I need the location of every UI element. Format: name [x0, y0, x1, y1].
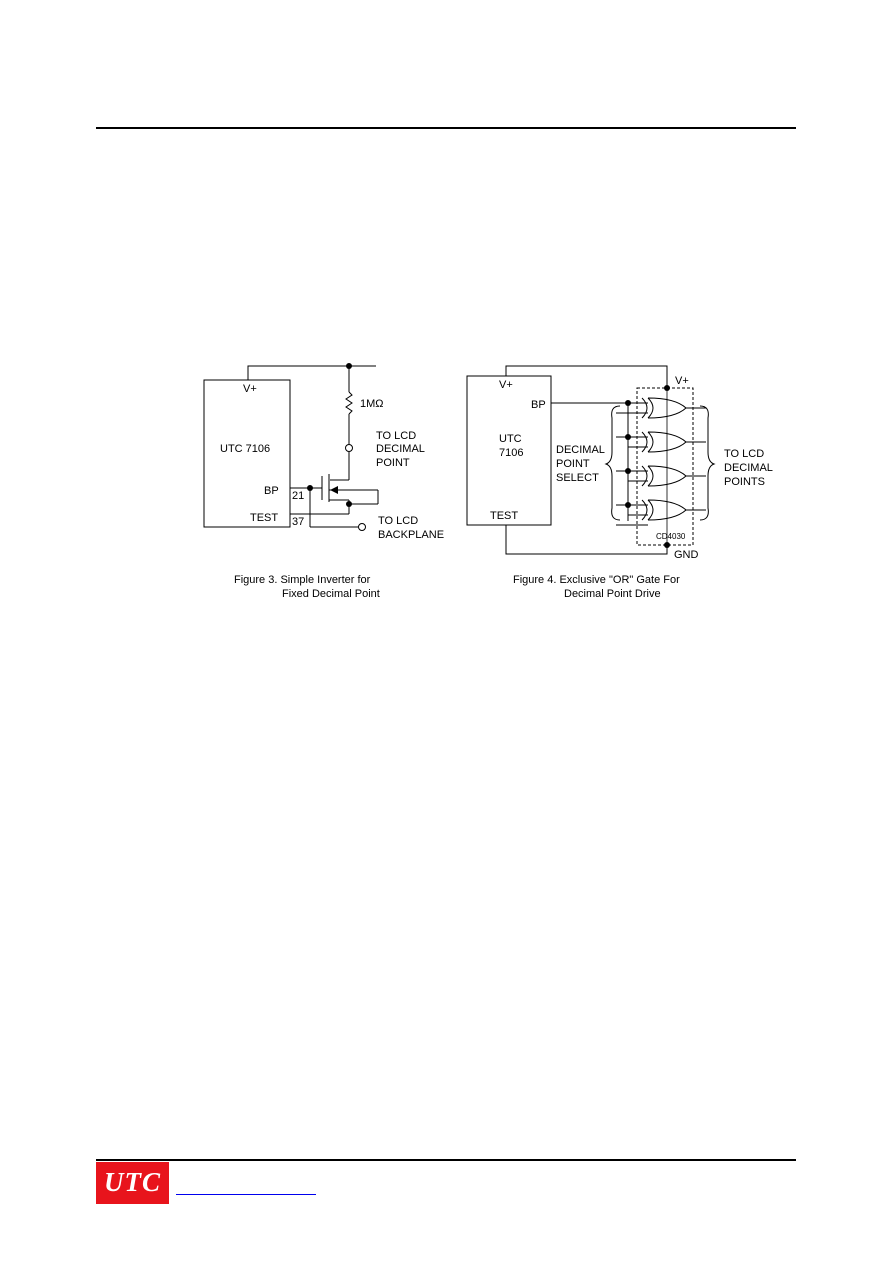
fig3-decimal-out-3: POINT [376, 457, 410, 469]
fig3-caption-2: Fixed Decimal Point [282, 588, 380, 600]
footer-rule [96, 1159, 796, 1161]
resistor [345, 391, 353, 415]
fig3-pin-21: 21 [292, 490, 304, 502]
fig4-gnd: GND [674, 549, 699, 561]
footer-link[interactable] [176, 1194, 316, 1195]
fig3-pin-37: 37 [292, 516, 304, 528]
fig3-test-pin: TEST [250, 512, 278, 524]
chip-7106-box [203, 379, 291, 528]
fig3-decimal-out-1: TO LCD [376, 430, 416, 442]
fig4-test-pin: TEST [490, 510, 518, 522]
fig4-out-2: DECIMAL [724, 462, 773, 474]
fig4-bp-pin: BP [531, 399, 546, 411]
fig4-caption-2: Decimal Point Drive [564, 588, 661, 600]
fig4-supply-label: V+ [499, 379, 513, 391]
utc-logo-text: UTC [104, 1167, 161, 1197]
fig4-select-3: SELECT [556, 472, 599, 484]
fig4-select-1: DECIMAL [556, 444, 605, 456]
fig3-caption-1: Figure 3. Simple Inverter for [234, 574, 371, 586]
fig4-chip-name-2: 7106 [499, 447, 523, 459]
header-rule [96, 127, 796, 129]
fig3-chip-name: UTC 7106 [220, 443, 270, 455]
cd4030-package [636, 387, 694, 546]
decimal-terminal [345, 444, 353, 452]
fig4-out-3: POINTS [724, 476, 765, 488]
fig3-resistor-label: 1MΩ [360, 398, 384, 410]
fig4-out-1: TO LCD [724, 448, 764, 460]
fig4-vplus: V+ [675, 375, 689, 387]
output-brace [699, 405, 716, 521]
fig3-decimal-out-2: DECIMAL [376, 443, 425, 455]
fig3-bp-pin: BP [264, 485, 279, 497]
backplane-terminal [358, 523, 366, 531]
fig3-backplane-out-2: BACKPLANE [378, 529, 444, 541]
xor-gate-1 [641, 397, 706, 419]
input-brace [604, 405, 621, 521]
xor-gate-2 [641, 431, 706, 453]
chip-7106-box-fig4 [466, 375, 552, 526]
xor-gate-4 [641, 499, 706, 521]
utc-logo: UTC [96, 1162, 169, 1204]
fig3-supply-label: V+ [243, 383, 257, 395]
xor-gate-3 [641, 465, 706, 487]
fig4-caption-1: Figure 4. Exclusive "OR" Gate For [513, 574, 680, 586]
fig4-select-2: POINT [556, 458, 590, 470]
fig4-chip-name-1: UTC [499, 433, 522, 445]
fig4-gate-ic: CD4030 [656, 532, 686, 541]
fig3-backplane-out-1: TO LCD [378, 515, 418, 527]
